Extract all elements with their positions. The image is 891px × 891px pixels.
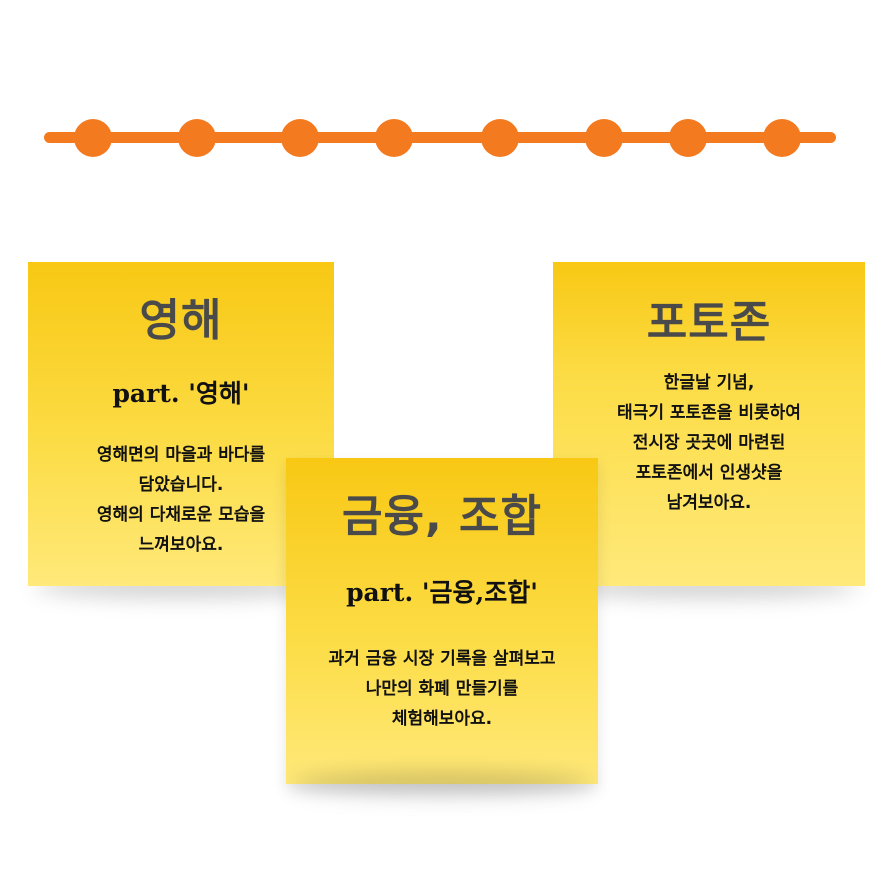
note-body-line: 전시장 곳곳에 마련된: [632, 433, 786, 453]
timeline-dot: [481, 119, 519, 157]
note-title: 금융, 조합: [342, 491, 542, 542]
note-title: 영해: [139, 295, 223, 346]
note-body-line: 포토존에서 인생샷을: [635, 463, 783, 483]
timeline-dot: [585, 119, 623, 157]
note-body-line: 영해면의 마을과 바다를: [96, 445, 266, 465]
note-body-line: 담았습니다.: [138, 475, 224, 495]
timeline-dot: [178, 119, 216, 157]
timeline-dot: [74, 119, 112, 157]
note-body-line: 남겨보아요.: [666, 493, 752, 513]
sticky-note-finance-union: 금융, 조합 part. '금융,조합' 과거 금융 시장 기록을 살펴보고 나…: [286, 458, 598, 784]
note-body-line: 한글날 기념,: [663, 373, 755, 393]
note-body-line: 태극기 포토존을 비롯하여: [617, 403, 801, 423]
timeline-line: [44, 132, 836, 143]
note-body-line: 영해의 다채로운 모습을: [96, 505, 266, 525]
timeline-dot: [669, 119, 707, 157]
note-body-line: 체험해보아요.: [391, 709, 493, 729]
note-body-line: 느껴보아요.: [138, 535, 224, 555]
note-title: 포토존: [646, 297, 772, 348]
timeline-dot: [375, 119, 413, 157]
note-body-line: 과거 금융 시장 기록을 살펴보고: [328, 649, 556, 669]
note-subtitle: part. '금융,조합': [346, 578, 538, 607]
timeline-dot: [281, 119, 319, 157]
note-body-line: 나만의 화폐 만들기를: [365, 679, 519, 699]
timeline-dot: [763, 119, 801, 157]
note-body: 영해면의 마을과 바다를 담았습니다. 영해의 다채로운 모습을 느껴보아요.: [28, 440, 334, 560]
sticky-note-photozone: 포토존 한글날 기념, 태극기 포토존을 비롯하여 전시장 곳곳에 마련된 포토…: [553, 262, 865, 586]
sticky-note-yeonghae: 영해 part. '영해' 영해면의 마을과 바다를 담았습니다. 영해의 다채…: [28, 262, 334, 586]
note-body: 과거 금융 시장 기록을 살펴보고 나만의 화폐 만들기를 체험해보아요.: [286, 644, 598, 734]
note-body: 한글날 기념, 태극기 포토존을 비롯하여 전시장 곳곳에 마련된 포토존에서 …: [553, 368, 865, 518]
note-subtitle: part. '영해': [112, 379, 250, 408]
